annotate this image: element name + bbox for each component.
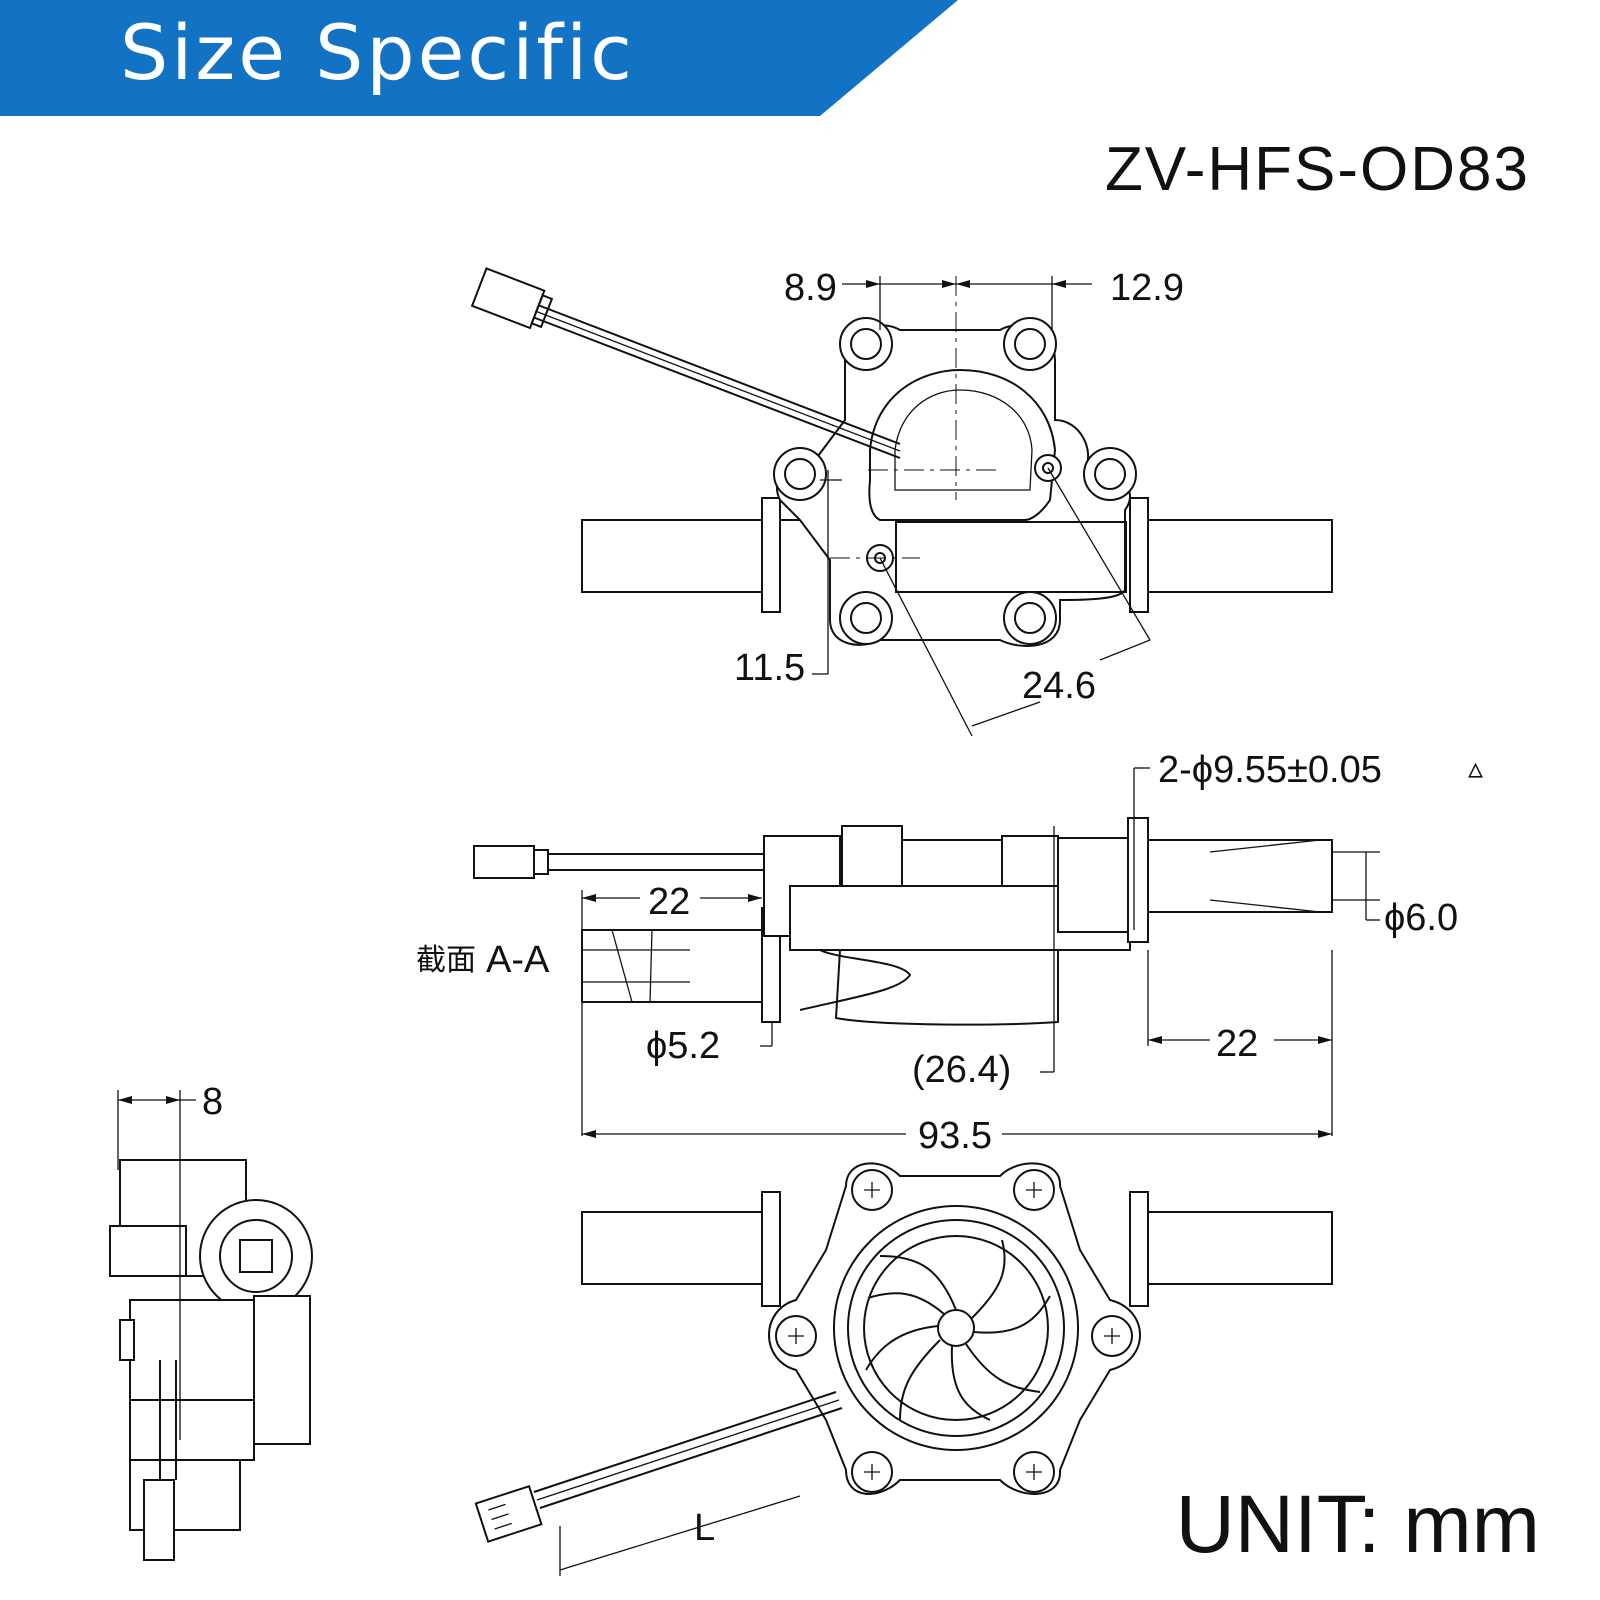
model-number: ZV-HFS-OD83 — [1104, 135, 1530, 204]
side-view: 8 — [109, 1081, 313, 1561]
top-view: 8.9 12.9 11.5 24.6 — [470, 267, 1333, 737]
dimension-L: L — [694, 1507, 715, 1549]
dimension-26-4: (26.4) — [912, 1049, 1011, 1091]
header-banner — [0, 0, 958, 116]
bottom-view: L — [474, 1162, 1333, 1576]
dimension-24-6: 24.6 — [1022, 665, 1096, 707]
page-title: Size Specific — [120, 8, 635, 97]
dimension-22-right: 22 — [1216, 1023, 1258, 1065]
dimension-22-left: 22 — [648, 881, 690, 923]
dimension-12-9: 12.9 — [1110, 267, 1184, 309]
dimension-5-2: ϕ5.2 — [646, 1025, 720, 1067]
dimension-11-5: 11.5 — [734, 647, 805, 689]
section-view: 22 2-ϕ9.55±0.05 ▵ ϕ6.0 截面 A-A ϕ5.2 (26.4… — [416, 749, 1483, 1157]
datum-c-mark: ▵ — [1468, 752, 1483, 785]
banner-background — [0, 0, 958, 116]
dimension-8-9: 8.9 — [784, 267, 837, 309]
dimension-8: 8 — [202, 1081, 223, 1123]
section-label-cn: 截面 — [416, 944, 476, 977]
dimension-6-0: ϕ6.0 — [1384, 897, 1458, 939]
unit-label: UNIT: mm — [1175, 1479, 1540, 1570]
section-label: A-A — [486, 939, 550, 981]
dimension-hole: 2-ϕ9.55±0.05 — [1158, 749, 1382, 791]
dimension-93-5: 93.5 — [918, 1115, 992, 1157]
